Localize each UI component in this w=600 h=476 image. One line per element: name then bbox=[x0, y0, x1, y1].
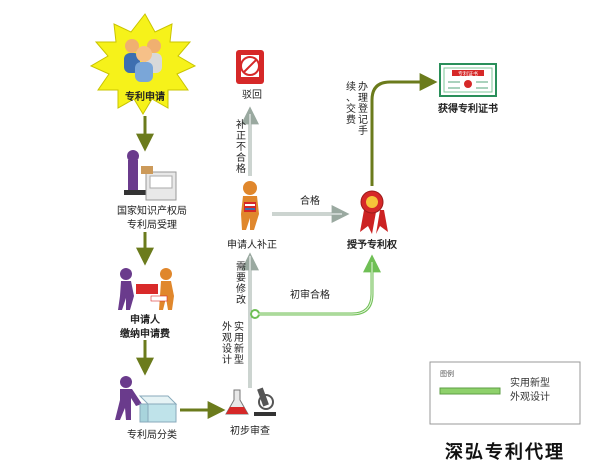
junction-dot bbox=[250, 309, 260, 319]
person-documents-icon bbox=[241, 181, 259, 230]
box-person-icon bbox=[115, 376, 178, 423]
applicant-correct-node: 申请人补正 bbox=[227, 181, 277, 251]
people-group-icon bbox=[124, 39, 162, 82]
pay-fee-label-1: 申请人 bbox=[130, 313, 161, 326]
microscope-icon bbox=[254, 387, 276, 416]
reject-node: 驳回 bbox=[236, 50, 264, 101]
award-ribbon-icon bbox=[360, 190, 388, 234]
pay-fee-label-2: 缴纳申请费 bbox=[120, 327, 170, 340]
office-accept-label-2: 专利局受理 bbox=[127, 218, 177, 231]
prelim-exam-node: 初步审查 bbox=[225, 387, 276, 437]
apply-label: 专利申请 bbox=[125, 90, 165, 103]
patent-application-node: 专利申请 bbox=[89, 13, 197, 115]
no-document-icon bbox=[236, 50, 264, 84]
edge-label-not-qualified: 补正不合格 bbox=[236, 118, 246, 175]
legend-entry-line1: 实用新型 bbox=[510, 376, 550, 389]
people-exchange-icon bbox=[118, 268, 174, 310]
clerk-desk-icon bbox=[124, 150, 177, 201]
office-accept-node: 国家知识产权局 专利局受理 bbox=[117, 150, 187, 231]
certificate-caption: 专利证书 bbox=[458, 71, 478, 78]
reject-label: 驳回 bbox=[242, 89, 262, 101]
pay-fee-node: 申请人 缴纳申请费 bbox=[118, 268, 174, 340]
arrow-prelim-pass bbox=[258, 254, 381, 316]
applicant-correct-label: 申请人补正 bbox=[227, 238, 277, 251]
certificate-node: 专利证书 获得专利证书 bbox=[437, 63, 498, 115]
classify-label: 专利局分类 bbox=[127, 428, 177, 441]
prelim-exam-label: 初步审查 bbox=[230, 424, 270, 437]
grant-label: 授予专利权 bbox=[347, 238, 398, 251]
flask-icon bbox=[225, 389, 249, 415]
certificate-icon: 专利证书 bbox=[439, 63, 497, 97]
legend-swatch bbox=[439, 387, 501, 395]
legend-title: 图例 bbox=[440, 369, 454, 378]
classify-node: 专利局分类 bbox=[115, 376, 178, 441]
edge-label-register: 办理登记手续、交费 bbox=[346, 80, 368, 137]
certificate-label: 获得专利证书 bbox=[437, 102, 498, 115]
legend: 图例 实用新型 外观设计 bbox=[429, 361, 581, 425]
office-accept-label-1: 国家知识产权局 bbox=[117, 204, 187, 217]
arrow-grant-to-certificate bbox=[370, 73, 438, 186]
legend-entry-line2: 外观设计 bbox=[510, 390, 550, 403]
edge-label-prelim-pass: 初审合格 bbox=[290, 288, 330, 301]
edge-label-qualified: 合格 bbox=[300, 194, 320, 207]
grant-node: 授予专利权 bbox=[347, 190, 398, 251]
brand-label: 深弘专利代理 bbox=[445, 441, 565, 463]
edge-label-need-modify: 需要修改 bbox=[236, 261, 246, 306]
edge-label-utility-design: 实用新型外观设计 bbox=[222, 320, 244, 366]
